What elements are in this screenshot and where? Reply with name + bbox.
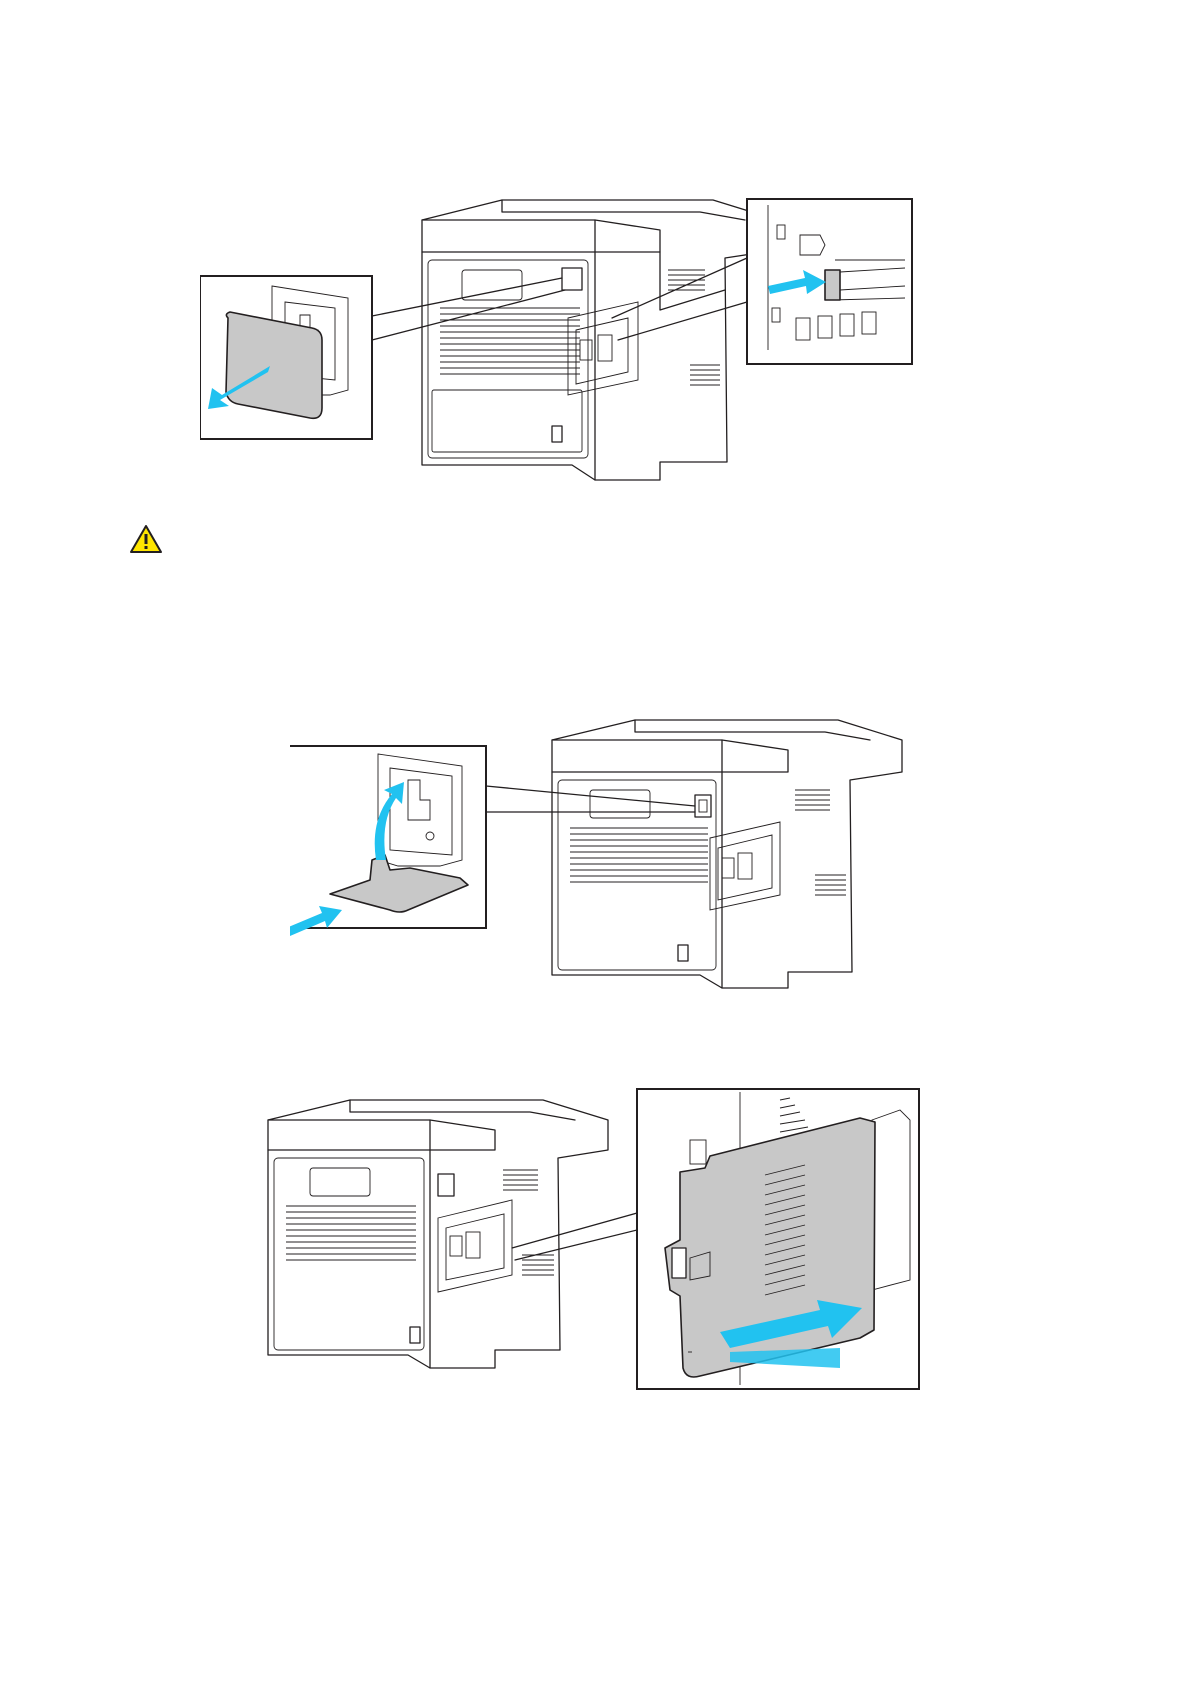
figure-insert-and-rotate-cover bbox=[290, 710, 910, 1010]
printer-rear-view bbox=[268, 1100, 608, 1368]
warning-triangle-icon bbox=[129, 524, 163, 554]
printer-rear-view bbox=[552, 720, 902, 988]
printer-rear-view bbox=[422, 200, 778, 480]
figure-remove-port-cover bbox=[200, 190, 980, 500]
figure-slide-side-cover bbox=[260, 1080, 930, 1410]
